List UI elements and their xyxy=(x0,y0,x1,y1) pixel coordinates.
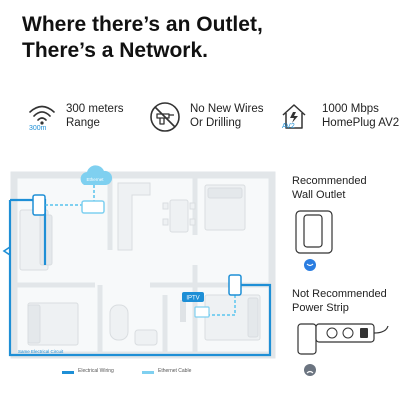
house-av2-icon xyxy=(282,104,306,129)
internet-cloud: Ethernet xyxy=(80,165,113,185)
legend-wiring-label: Electrical Wiring xyxy=(78,368,114,374)
legend-wiring-swatch xyxy=(62,371,74,374)
not-recommended-line-2: Power Strip xyxy=(292,302,349,314)
recommended-line-2: Wall Outlet xyxy=(292,189,346,201)
bed-bottom-left xyxy=(27,302,79,346)
feature-no-drilling-line-1: No New Wires xyxy=(190,103,264,115)
adapter-in-strip xyxy=(297,323,317,355)
headline-line-1: Where there’s an Outlet, xyxy=(22,13,263,36)
no-drilling-icon xyxy=(150,102,180,132)
iptv-box xyxy=(194,306,210,318)
router xyxy=(81,200,105,214)
headline: Where there’s an Outlet, There’s a Netwo… xyxy=(22,12,392,64)
kitchen-counter xyxy=(117,182,151,251)
powerline-adapter-right xyxy=(228,274,242,296)
iptv-tag-label: IPTV xyxy=(186,296,199,302)
not-recommended-label: Not Recommended Power Strip xyxy=(292,287,387,315)
not-recommended-line-1: Not Recommended xyxy=(292,288,387,300)
legend-cable-label: Ethernet Cable xyxy=(158,368,192,374)
headline-line-2: There’s a Network. xyxy=(22,39,208,62)
dining-table xyxy=(162,199,196,233)
powerline-adapter-left xyxy=(32,194,46,216)
feature-homeplug-line-1: 1000 Mbps xyxy=(322,103,379,115)
feature-range-line-1: 300 meters xyxy=(66,103,124,115)
feature-no-drilling-line-2: Or Drilling xyxy=(190,117,242,129)
feature-homeplug: AV2 1000 Mbps HomePlug AV2 xyxy=(278,100,400,136)
bathroom-fixtures xyxy=(109,304,158,346)
circuit-label: Same Electrical Circuit xyxy=(18,349,64,354)
bed-bottom-right xyxy=(204,294,261,341)
adapter-plugged xyxy=(303,214,323,248)
power-strip-illustration xyxy=(297,323,389,376)
legend-cable-swatch xyxy=(142,371,154,374)
wall-outlet-illustration xyxy=(295,210,333,271)
wifi-range-icon xyxy=(29,105,55,125)
feature-no-drilling: No New Wires Or Drilling xyxy=(148,100,268,136)
sofa xyxy=(19,209,53,271)
floor-plan-illustration: Ethernet IPTV Same Electrical Circuit xyxy=(2,165,276,359)
ethernet-tag: Ethernet xyxy=(86,177,104,182)
feature-homeplug-line-2: HomePlug AV2 xyxy=(322,117,400,129)
feature-range: 300m 300 meters Range xyxy=(26,100,136,136)
recommended-line-1: Recommended xyxy=(292,175,367,187)
feature-range-line-2: Range xyxy=(66,117,100,129)
bed-top-right xyxy=(204,184,246,231)
av2-sub-label: AV2 xyxy=(282,123,295,130)
recommended-label: Recommended Wall Outlet xyxy=(292,174,367,202)
range-sub-label: 300m xyxy=(29,125,47,132)
bad-icon xyxy=(304,364,316,376)
iptv-tag: IPTV xyxy=(182,292,204,302)
tv-set xyxy=(180,300,186,322)
